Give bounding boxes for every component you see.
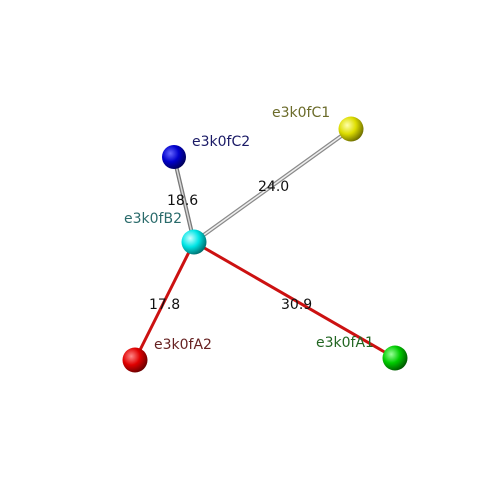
bond-b2-c1 [192, 127, 353, 244]
distance-label-b2-c2: 18.6 [167, 193, 198, 209]
atom-sphere-a1[interactable] [382, 345, 408, 371]
bond-b2-c2 [172, 156, 196, 243]
bond-b2-a2 [133, 241, 196, 361]
atom-label-b2: e3k0fB2 [124, 211, 182, 227]
distance-label-b2-a1: 30.9 [281, 297, 312, 313]
bond-b2-a1 [193, 240, 396, 360]
distance-label-b2-a2: 17.8 [149, 297, 180, 313]
atom-sphere-c2[interactable] [162, 145, 186, 169]
atom-sphere-a2[interactable] [122, 347, 148, 373]
atom-sphere-b2[interactable] [181, 229, 207, 255]
distance-label-b2-c1: 24.0 [258, 179, 289, 195]
atom-label-a1: e3k0fA1 [316, 335, 374, 351]
atom-label-a2: e3k0fA2 [154, 337, 212, 353]
atom-sphere-c1[interactable] [338, 116, 364, 142]
atom-label-c2: e3k0fC2 [192, 134, 250, 150]
atom-label-c1: e3k0fC1 [272, 105, 330, 121]
